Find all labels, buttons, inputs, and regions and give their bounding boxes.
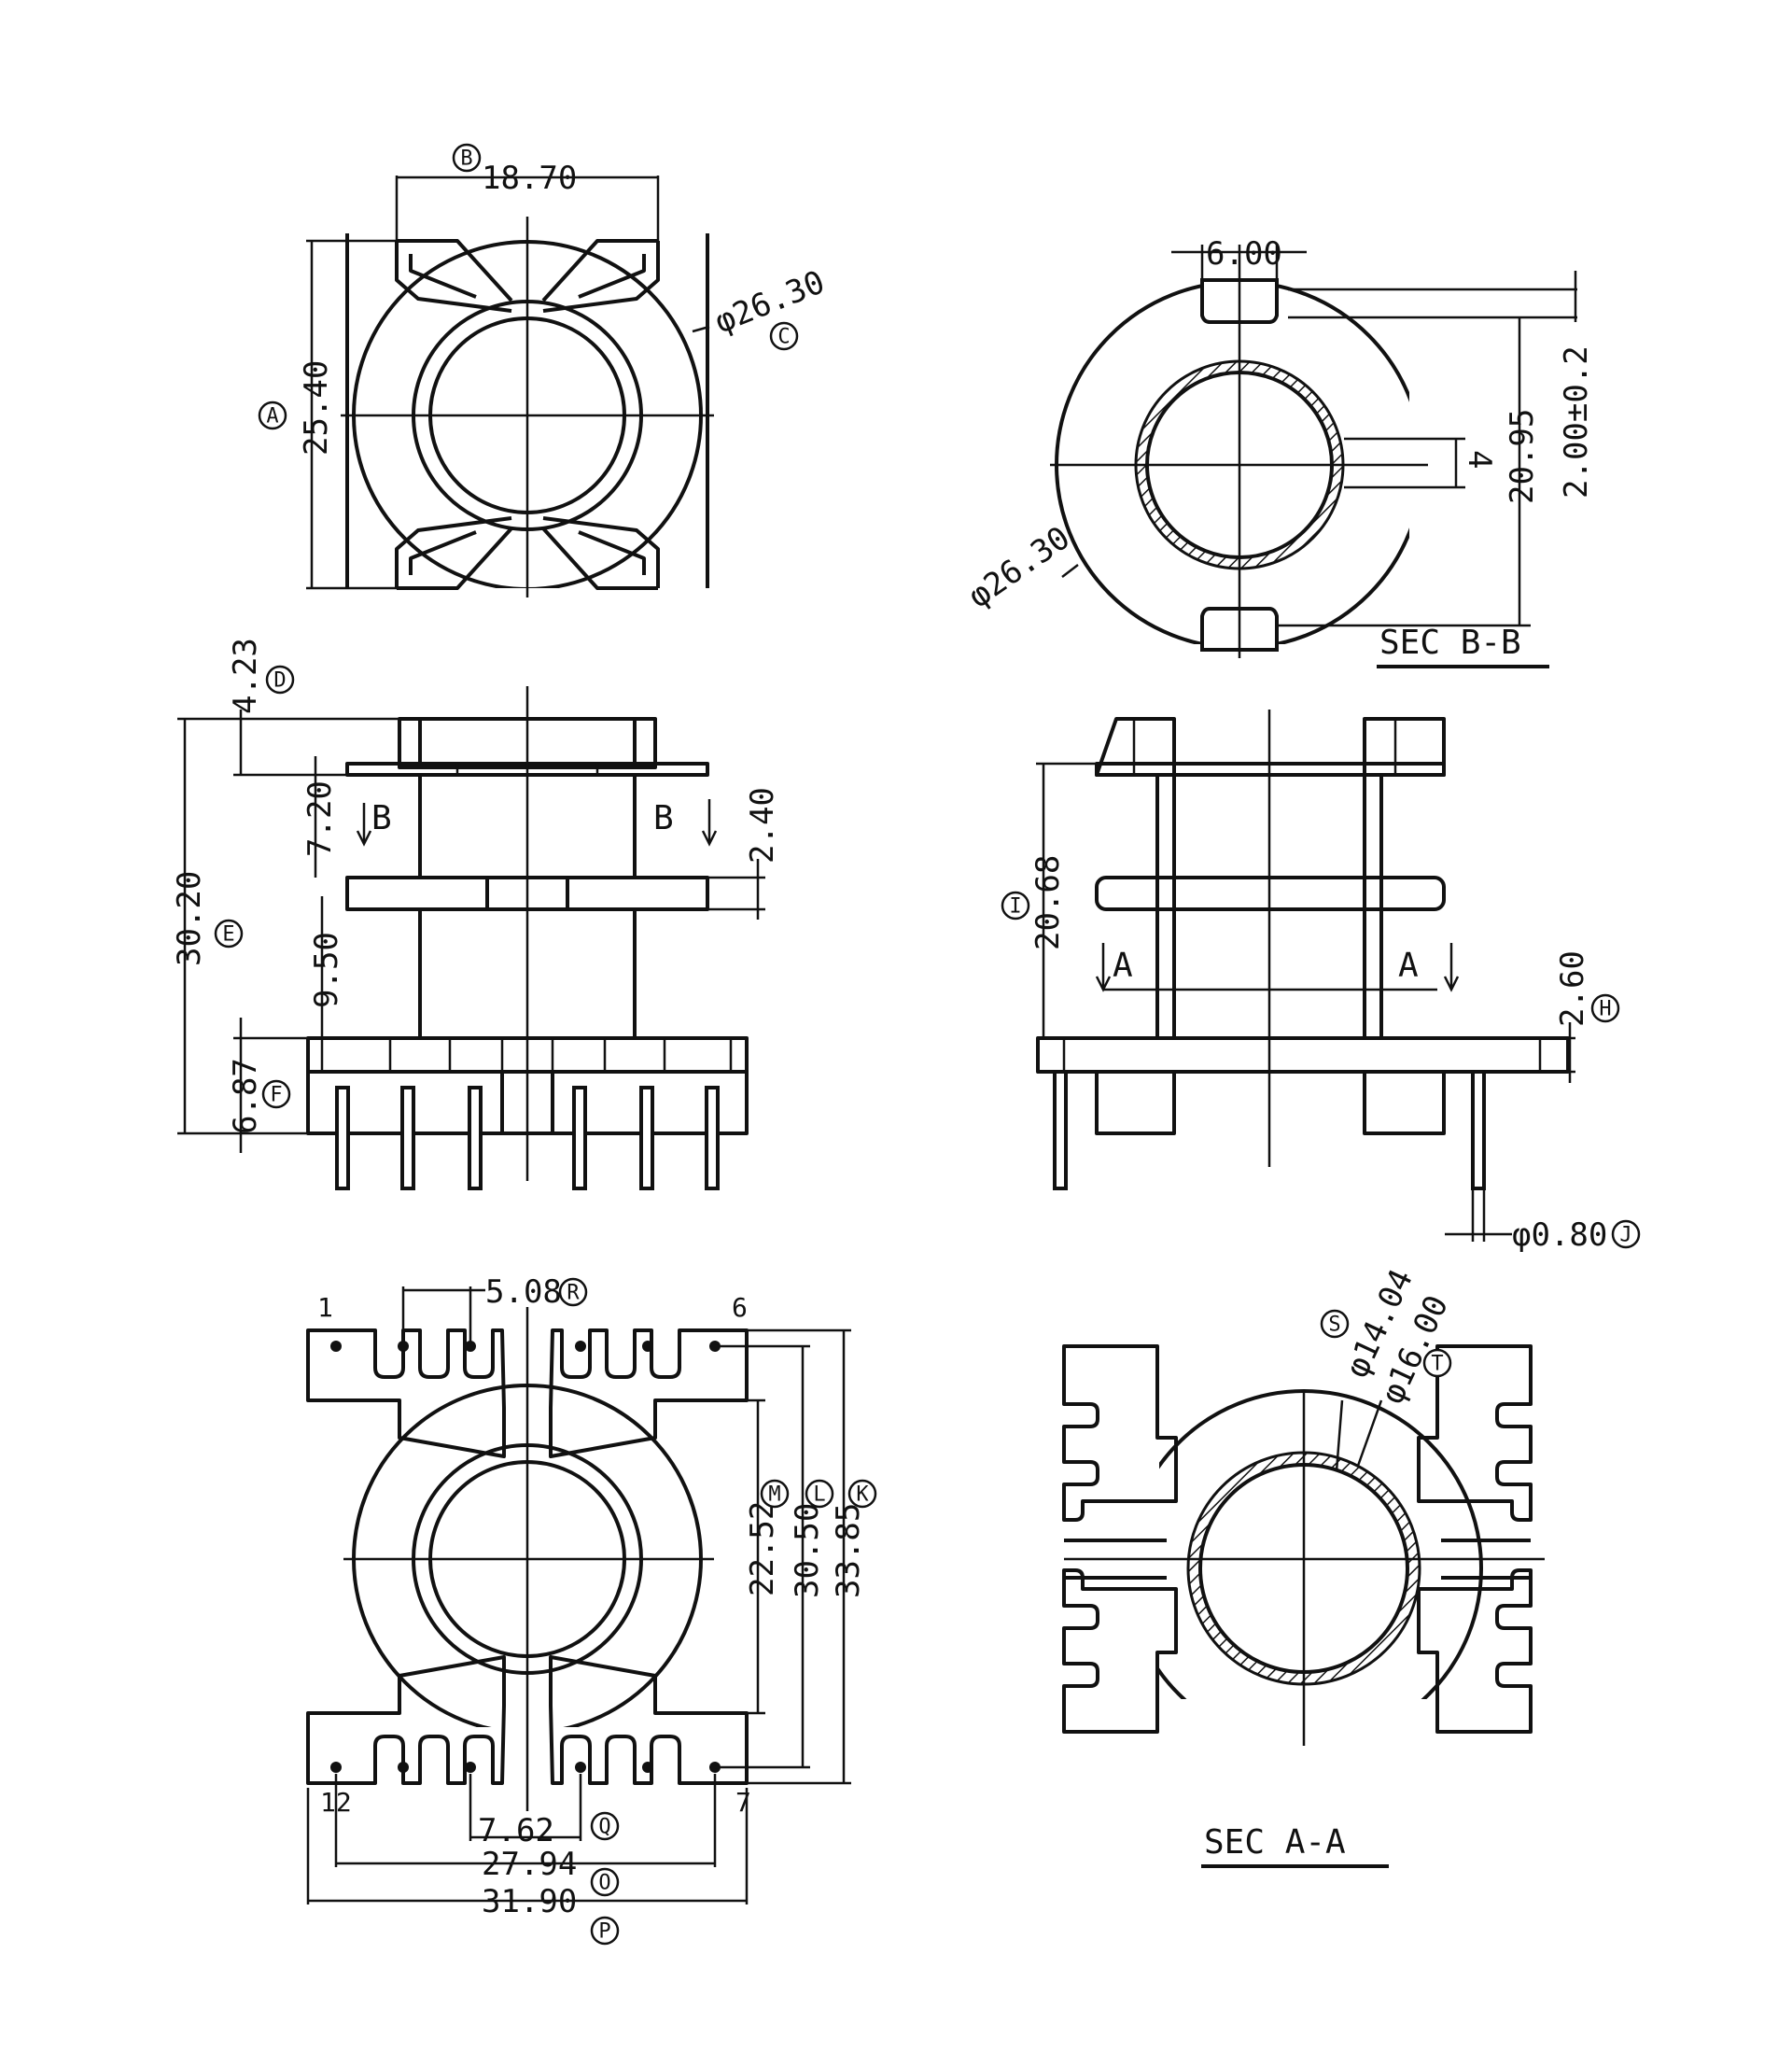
dim-f-text: 6.87: [227, 1058, 264, 1134]
svg-text:I: I: [1009, 895, 1021, 919]
svg-text:B: B: [460, 148, 472, 171]
dim-k-text: 33.85: [830, 1503, 867, 1598]
svg-text:E: E: [222, 923, 234, 947]
section-a-right-label: A: [1398, 947, 1419, 985]
dim-l-text: 30.50: [789, 1503, 826, 1598]
dim-flange-thickness-text: 2.40: [744, 787, 781, 864]
ref-b: B: [452, 143, 482, 173]
pin-1-label: 1: [317, 1292, 333, 1323]
dim-m-text: 22.52: [744, 1501, 781, 1596]
front-view-section-markers: A A: [1095, 943, 1460, 992]
ref-d: D: [265, 665, 295, 695]
side-view-section-markers: B B: [356, 799, 718, 847]
ref-h: H: [1590, 993, 1620, 1023]
ref-g: I: [1001, 891, 1030, 921]
svg-text:C: C: [777, 326, 790, 349]
dim-b-text: 18.70: [482, 160, 577, 197]
ref-o: O: [590, 1867, 620, 1897]
svg-text:F: F: [270, 1084, 282, 1107]
front-view: A A 20.68 2.60 φ0.80 I H: [1001, 710, 1641, 1254]
dim-o-text: 27.94: [482, 1846, 577, 1883]
top-view: 18.70 25.40 φ26.30 B C A: [258, 143, 830, 597]
dim-e-text: 30.20: [171, 871, 208, 966]
svg-text:L: L: [813, 1483, 825, 1507]
dim-lower-gap-text: 9.50: [308, 932, 345, 1008]
dim-p-text: 31.90: [482, 1883, 577, 1920]
dim-slot-width-text: 6.00: [1206, 235, 1282, 273]
ref-s: S: [1320, 1309, 1350, 1339]
ref-j: J: [1611, 1219, 1641, 1249]
svg-text:T: T: [1431, 1353, 1443, 1376]
ref-a: A: [258, 401, 287, 430]
bottom-view-dimensions: 5.08 R 22.52 30.50 33.85 M L: [306, 1273, 877, 1946]
dim-flange-gap-text: 7.20: [301, 780, 339, 857]
dim-r-text: 5.08: [485, 1273, 562, 1311]
svg-text:K: K: [856, 1483, 869, 1507]
ref-f: F: [261, 1079, 291, 1109]
sec-bb-title: SEC B-B: [1379, 624, 1521, 662]
top-view-centerlines: [341, 217, 714, 597]
dim-h-text: 2.60: [1554, 950, 1591, 1027]
dim-j-text: φ0.80: [1512, 1216, 1607, 1254]
top-view-dimensions: 18.70 25.40 φ26.30 B C A: [258, 143, 830, 590]
pin-7-label: 7: [735, 1787, 751, 1818]
pin-numbers: 1 6 12 7: [317, 1292, 751, 1818]
section-b-right-label: B: [653, 799, 674, 837]
section-a-left-label: A: [1113, 947, 1133, 985]
dim-secb-diameter-text: φ26.30: [961, 519, 1077, 615]
svg-text:A: A: [266, 405, 278, 429]
bottom-view: 1 6 12 7 5.08 R 22.52 30.50 33.85: [306, 1273, 877, 1946]
section-b-b-view: 6.00 2.00±0.2 20.95 4 φ26.30 SEC B-B: [961, 235, 1595, 668]
svg-text:P: P: [598, 1920, 610, 1944]
dim-q-text: 7.62: [478, 1812, 554, 1849]
dim-secb-height-text: 20.95: [1504, 409, 1541, 504]
svg-text:O: O: [598, 1872, 610, 1895]
svg-text:M: M: [768, 1483, 780, 1507]
ref-p: P: [590, 1916, 620, 1946]
ref-c: C: [769, 321, 799, 351]
pin-6-label: 6: [732, 1292, 748, 1323]
ref-m: M: [760, 1479, 790, 1509]
section-a-a-view: φ14.04 φ16.00 S T SEC A-A: [1062, 1264, 1545, 1868]
sec-aa-centerlines: [1064, 1391, 1545, 1746]
section-b-left-label: B: [371, 799, 392, 837]
side-view-dimensions: 4.23 7.20 2.40 9.50 30.20 6.87 D E: [171, 638, 781, 1153]
sec-aa-outline: [1062, 1344, 1533, 1734]
svg-text:S: S: [1328, 1314, 1340, 1337]
svg-text:H: H: [1599, 998, 1611, 1021]
ref-q: Q: [590, 1811, 620, 1841]
dim-a-text: 25.40: [298, 360, 335, 456]
dim-g-text: 20.68: [1029, 855, 1067, 950]
svg-text:D: D: [273, 669, 286, 693]
ref-e: E: [214, 919, 244, 949]
sec-aa-title: SEC A-A: [1204, 1823, 1346, 1862]
side-view-outline: [306, 717, 749, 1190]
svg-text:R: R: [567, 1282, 580, 1305]
bottom-view-centerlines: [343, 1307, 714, 1811]
ref-k: K: [847, 1479, 877, 1509]
ref-t: T: [1422, 1348, 1452, 1378]
dim-c-text: φ26.30: [709, 263, 830, 341]
svg-text:Q: Q: [598, 1816, 610, 1839]
ref-l: L: [805, 1479, 834, 1509]
ref-r: R: [558, 1277, 588, 1307]
dim-slot-depth-text: 2.00±0.2: [1558, 345, 1595, 499]
side-view: B B 4.23 7.20 2.40 9.50 30.20 6.87: [171, 638, 781, 1190]
sec-bb-centerlines: [1050, 245, 1428, 658]
front-view-dimensions: 20.68 2.60 φ0.80 I H J: [1001, 762, 1641, 1254]
dim-wall-text: 4: [1461, 450, 1498, 469]
svg-text:J: J: [1619, 1224, 1631, 1247]
dim-d-text: 4.23: [227, 638, 264, 714]
